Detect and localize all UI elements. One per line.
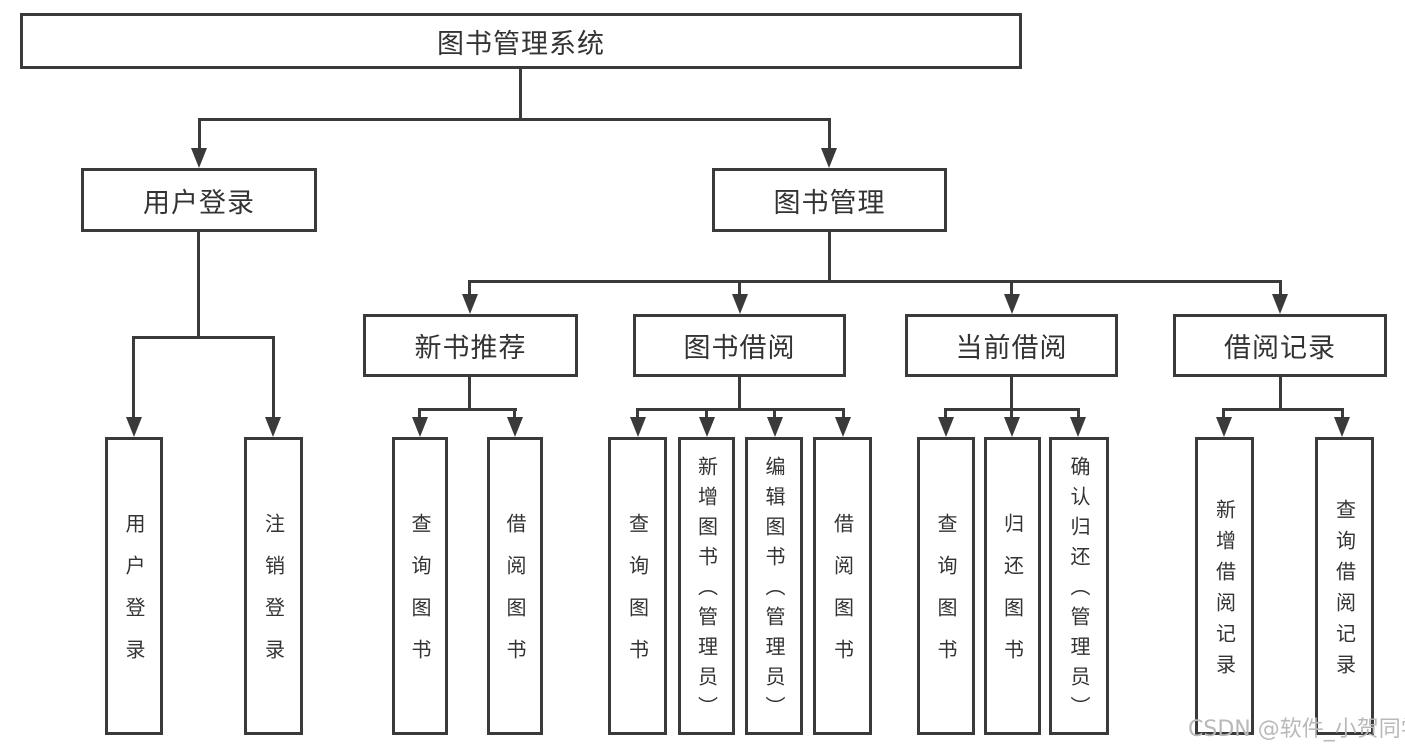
connector-line [132,336,135,431]
connector-line [418,408,517,411]
leaf-return-book-label: 归还图书 [1000,513,1025,681]
connector-line [636,408,845,411]
arrow-down-icon [1272,294,1288,314]
connector-line [1279,377,1282,411]
node-current-borrow: 当前借阅 [905,314,1118,377]
node-new-book-recommend-label: 新书推荐 [414,333,527,364]
leaf-edit-book-admin-label: 编辑图书（管理员） [762,456,786,726]
connector-line [132,336,275,339]
arrow-down-icon [835,417,851,437]
arrow-down-icon [699,417,715,437]
arrow-down-icon [191,148,207,168]
arrow-down-icon [767,417,783,437]
leaf-user-login: 用户登录 [105,437,163,735]
arrow-down-icon [462,294,478,314]
arrow-down-icon [821,148,837,168]
arrow-down-icon [938,417,954,437]
leaf-return-book: 归还图书 [984,437,1041,735]
node-current-borrow-label: 当前借阅 [955,333,1068,364]
leaf-borrow-books: 借阅图书 [813,437,872,735]
node-book-management: 图书管理 [712,168,947,232]
leaf-borrow-books-recommend-label: 借阅图书 [503,513,527,681]
leaf-confirm-return-admin-label: 确认归还（管理员） [1067,456,1091,726]
leaf-borrow-books-label: 借阅图书 [830,513,855,681]
connector-line [828,232,831,283]
watermark-text: CSDN @软件_小贺同学 [1188,717,1405,742]
node-book-borrow-label: 图书借阅 [683,333,796,364]
node-user-login-label: 用户登录 [143,187,255,219]
leaf-query-books-recommend: 查询图书 [392,437,448,735]
connector-line [272,336,275,431]
connector-line [1222,408,1344,411]
node-new-book-recommend: 新书推荐 [363,314,578,377]
connector-line [198,118,201,158]
arrow-down-icon [265,417,281,437]
arrow-down-icon [1004,417,1020,437]
arrow-down-icon [412,417,428,437]
node-user-login: 用户登录 [81,168,317,232]
arrow-down-icon [126,417,142,437]
leaf-query-borrow-record: 查询借阅记录 [1315,437,1374,735]
leaf-query-books-borrow: 查询图书 [608,437,667,735]
connector-line [828,118,831,158]
node-borrow-records-label: 借阅记录 [1224,333,1336,364]
leaf-add-book-admin-label: 新增图书（管理员） [694,456,719,726]
connector-line [198,118,831,121]
arrow-down-icon [732,294,748,314]
leaf-query-borrow-record-label: 查询借阅记录 [1332,498,1357,685]
arrow-down-icon [630,417,646,437]
node-book-management-label: 图书管理 [773,187,886,219]
leaf-confirm-return-admin: 确认归还（管理员） [1049,437,1109,735]
arrow-down-icon [507,417,523,437]
leaf-user-login-label: 用户登录 [122,513,146,681]
leaf-borrow-books-recommend: 借阅图书 [487,437,543,735]
arrow-down-icon [1216,417,1232,437]
connector-line [197,232,200,339]
leaf-query-books-current-label: 查询图书 [934,513,958,681]
arrow-down-icon [1004,294,1020,314]
arrow-down-icon [1334,417,1350,437]
connector-line [1010,377,1013,411]
connector-line [519,69,522,121]
node-library-system: 图书管理系统 [20,13,1022,69]
connector-line [468,280,1282,283]
connector-line [468,377,471,411]
leaf-add-book-admin: 新增图书（管理员） [678,437,735,735]
leaf-logout-label: 注销登录 [261,513,286,681]
leaf-logout: 注销登录 [244,437,303,735]
connector-line [738,377,741,411]
node-book-borrow: 图书借阅 [633,314,846,377]
arrow-down-icon [1070,417,1086,437]
leaf-add-borrow-record: 新增借阅记录 [1195,437,1254,735]
node-borrow-records: 借阅记录 [1173,314,1387,377]
leaf-query-books-borrow-label: 查询图书 [625,513,650,681]
leaf-add-borrow-record-label: 新增借阅记录 [1212,498,1237,685]
leaf-query-books-current: 查询图书 [917,437,975,735]
leaf-query-books-recommend-label: 查询图书 [408,513,432,681]
node-library-system-label: 图书管理系统 [437,28,605,60]
leaf-edit-book-admin: 编辑图书（管理员） [745,437,803,735]
